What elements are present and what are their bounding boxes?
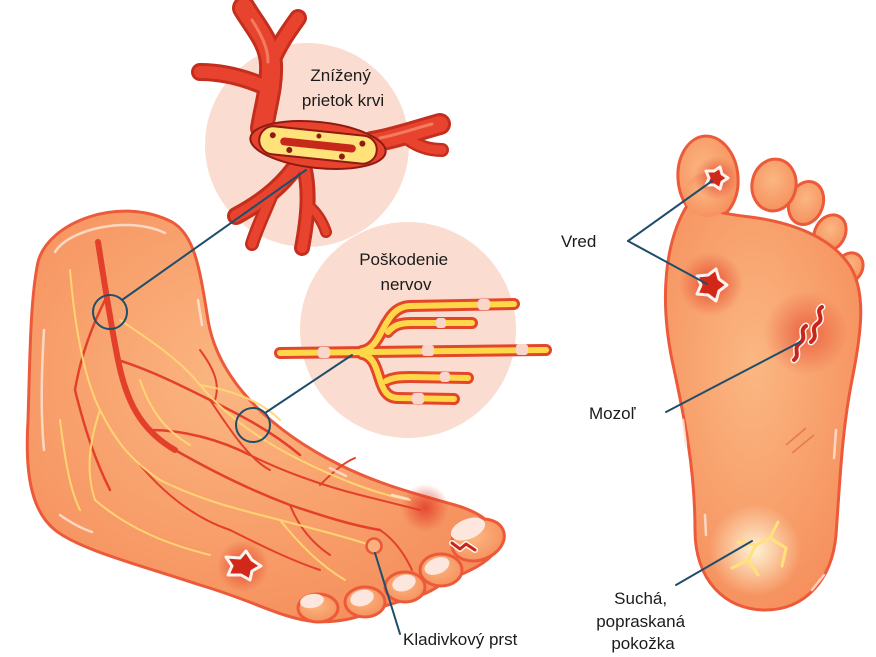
connector-vessel — [121, 169, 307, 301]
pressure-redness — [401, 484, 449, 532]
callout-lines — [92, 169, 801, 635]
connector-nerve — [264, 354, 353, 414]
label-dry-cracked-skin: Suchá, popraskaná pokožka — [596, 589, 690, 653]
callus — [764, 291, 848, 375]
foot-sole-view — [663, 134, 865, 612]
sole-toe-2 — [750, 157, 798, 213]
sole-details — [681, 418, 838, 592]
clogged-artery-section — [249, 120, 387, 170]
label-callus: Mozoľ — [589, 404, 637, 423]
magnifier-circle-vessel — [92, 294, 128, 330]
pointer-ulcer-forefoot — [627, 240, 708, 285]
pointer-callus — [665, 341, 801, 413]
magnifier-circle-nerve — [235, 407, 271, 443]
nerve-illustration — [274, 298, 552, 405]
blood-vessel-illustration — [191, 0, 451, 256]
nerve-nodes — [318, 299, 528, 404]
side-nerves — [59, 269, 411, 581]
vessel-fill — [194, 0, 448, 253]
label-reduced-blood-flow: Znížený prietok krvi — [302, 66, 384, 110]
dry-cracked-skin — [709, 504, 801, 596]
nerve-fill — [277, 301, 549, 402]
hammer-toe-marker — [365, 537, 383, 555]
label-hammer-toe: Kladivkový prst — [403, 630, 518, 649]
ulcer-sole-forefoot — [679, 252, 743, 316]
foot-side-view — [25, 209, 506, 624]
pointer-dry-skin — [675, 540, 753, 586]
side-highlights — [40, 223, 410, 534]
label-nerve-damage: Poškodenie nervov — [359, 250, 453, 294]
pointer-hammer-toe — [374, 552, 401, 635]
side-veins — [73, 239, 421, 571]
big-toe-crack — [449, 540, 478, 553]
label-ulcer: Vred — [561, 232, 596, 251]
nerve-damage-bubble — [300, 222, 516, 438]
ulcer-side — [217, 540, 269, 592]
toenails — [300, 517, 486, 609]
pointer-ulcer-toe — [627, 180, 713, 242]
ulcer-sole-big-toe — [694, 156, 738, 200]
